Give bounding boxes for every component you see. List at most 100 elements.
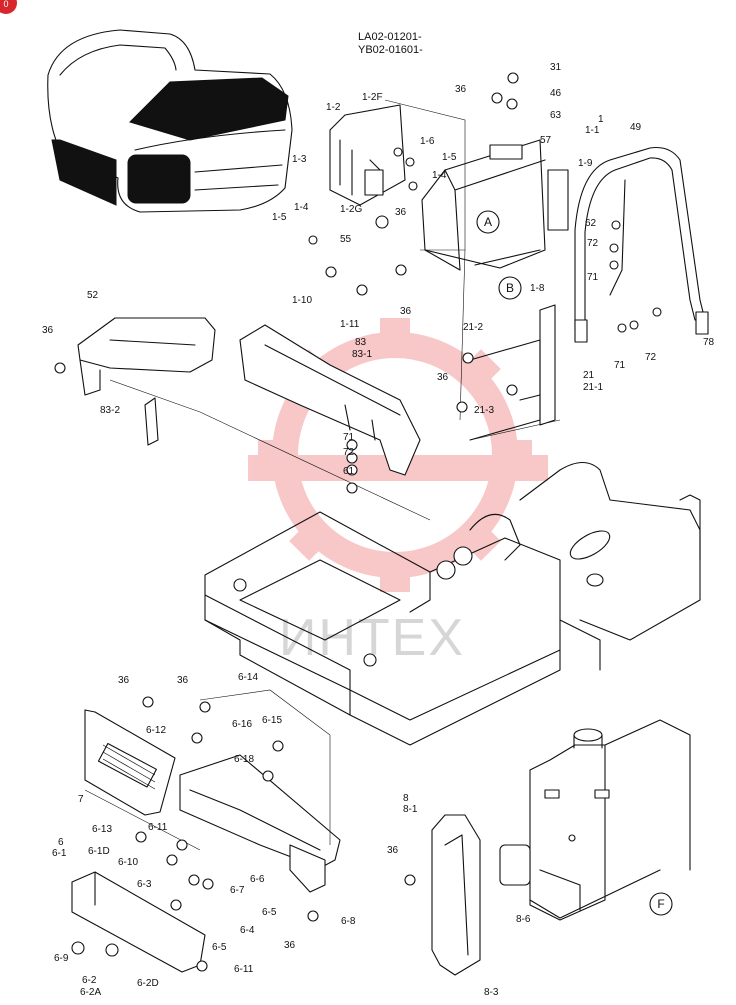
part-label-l8_6: 8-6 bbox=[516, 914, 531, 925]
part-label-l8_1: 8-1 bbox=[403, 804, 418, 815]
part-label-l36e: 36 bbox=[437, 372, 449, 383]
part-label-l55: 55 bbox=[340, 234, 352, 245]
part-label-l8: 8 bbox=[403, 793, 409, 804]
part-label-l36b: 36 bbox=[395, 207, 407, 218]
part-label-l6_7: 6-7 bbox=[230, 885, 245, 896]
bracket-21 bbox=[469, 304, 556, 441]
hood-side-illustration bbox=[529, 719, 691, 921]
fasteners bbox=[54, 72, 662, 972]
part-label-l36a: 36 bbox=[455, 84, 467, 95]
part-label-l1_9: 1-9 bbox=[578, 158, 593, 169]
part-label-l1_5a: 1-5 bbox=[442, 152, 457, 163]
part-label-l83_2: 83-2 bbox=[100, 405, 120, 416]
part-label-l21_2: 21-2 bbox=[463, 322, 483, 333]
part-label-l36h: 36 bbox=[387, 845, 399, 856]
callout-a: A bbox=[484, 215, 492, 229]
part-label-l36g: 36 bbox=[177, 675, 189, 686]
part-label-l21_1: 21-1 bbox=[583, 382, 603, 393]
part-label-l1_6: 1-6 bbox=[420, 136, 435, 147]
serial-line-2: YB02-01601- bbox=[358, 44, 423, 56]
cover-52 bbox=[77, 317, 216, 396]
part-label-l52: 52 bbox=[87, 290, 99, 301]
panel-8-3 bbox=[431, 814, 531, 976]
part-label-l6: 6 bbox=[58, 837, 64, 848]
part-label-l62: 62 bbox=[585, 218, 597, 229]
part-label-l6_2: 6-2 bbox=[82, 975, 97, 986]
corner-badge-text: 0 bbox=[3, 0, 8, 9]
part-label-l8_3: 8-3 bbox=[484, 987, 499, 998]
part-label-l1_5b: 1-5 bbox=[272, 212, 287, 223]
part-label-l6_9: 6-9 bbox=[54, 953, 69, 964]
part-label-l6_2A: 6-2A bbox=[80, 987, 101, 998]
part-label-l49: 49 bbox=[630, 122, 642, 133]
callout-b-circle bbox=[498, 276, 522, 300]
part-label-l57: 57 bbox=[540, 135, 552, 146]
part-label-l72b: 72 bbox=[645, 352, 657, 363]
part-label-l36d: 36 bbox=[42, 325, 54, 336]
part-label-l6_3: 6-3 bbox=[137, 879, 152, 890]
part-label-l83_1: 83-1 bbox=[352, 349, 372, 360]
part-label-l6_11a: 6-11 bbox=[148, 822, 168, 833]
part-label-l1_1: 1-1 bbox=[585, 125, 600, 136]
part-label-l71c: 71 bbox=[343, 432, 355, 443]
part-label-l6_10: 6-10 bbox=[118, 857, 138, 868]
frame-illustration bbox=[204, 461, 701, 746]
part-label-l7: 7 bbox=[78, 794, 84, 805]
part-label-l36i: 36 bbox=[284, 940, 296, 951]
part-label-l6_16: 6-16 bbox=[232, 719, 252, 730]
part-label-l1_4b: 1-4 bbox=[294, 202, 309, 213]
part-label-l6_2D: 6-2D bbox=[137, 978, 159, 989]
part-label-l21_3: 21-3 bbox=[474, 405, 494, 416]
part-label-l6_5b: 6-5 bbox=[212, 942, 227, 953]
callout-b: B bbox=[506, 281, 514, 295]
part-label-l6_12: 6-12 bbox=[146, 725, 166, 736]
part-label-l1: 1 bbox=[598, 114, 604, 125]
step-6-8 bbox=[179, 754, 341, 893]
part-label-l6_13: 6-13 bbox=[92, 824, 112, 835]
panel-7 bbox=[84, 709, 176, 816]
part-label-l1_4a: 1-4 bbox=[432, 170, 447, 181]
cover-83 bbox=[144, 324, 421, 476]
part-label-l72a: 72 bbox=[587, 238, 599, 249]
callout-a-circle bbox=[476, 210, 500, 234]
part-label-l61: 61 bbox=[343, 466, 355, 477]
callout-f: F bbox=[657, 897, 664, 911]
bracket-1-2 bbox=[329, 104, 406, 206]
part-label-l1_2F: 1-2F bbox=[362, 92, 383, 103]
handrail-49 bbox=[574, 146, 709, 343]
part-label-l6_14: 6-14 bbox=[238, 672, 258, 683]
part-label-l36c: 36 bbox=[400, 306, 412, 317]
part-label-l71b: 71 bbox=[614, 360, 626, 371]
part-label-l1_10: 1-10 bbox=[292, 295, 312, 306]
part-label-l6_8: 6-8 bbox=[341, 916, 356, 927]
part-label-l6_5a: 6-5 bbox=[262, 907, 277, 918]
part-label-l6_6: 6-6 bbox=[250, 874, 265, 885]
corner-badge: 0 bbox=[0, 0, 17, 14]
part-label-l71a: 71 bbox=[587, 272, 599, 283]
part-label-l6_1D: 6-1D bbox=[88, 846, 110, 857]
part-label-l1_11: 1-11 bbox=[340, 319, 360, 330]
toolbox-assembly: A B bbox=[421, 139, 569, 300]
part-label-l78: 78 bbox=[703, 337, 715, 348]
part-label-l83: 83 bbox=[355, 337, 367, 348]
part-label-l31: 31 bbox=[550, 62, 562, 73]
part-label-l36f: 36 bbox=[118, 675, 130, 686]
part-label-l6_11b: 6-11 bbox=[234, 964, 254, 975]
part-label-l63: 63 bbox=[550, 110, 562, 121]
part-label-l6_1: 6-1 bbox=[52, 848, 67, 859]
serial-line-1: LA02-01201- bbox=[358, 31, 422, 43]
part-number-labels: 31 36 46 63 11-1 49 57 1-2 1-2F 1-6 1-5 1-4 1-3 1-9 1-… bbox=[42, 62, 715, 998]
part-label-l6_4: 6-4 bbox=[240, 925, 255, 936]
part-label-l1_3: 1-3 bbox=[292, 154, 307, 165]
part-label-l21: 21 bbox=[583, 370, 595, 381]
part-label-l46: 46 bbox=[550, 88, 562, 99]
part-label-l1_2G: 1-2G bbox=[340, 204, 362, 215]
part-label-l1_2: 1-2 bbox=[326, 102, 341, 113]
part-label-l6_18: 6-18 bbox=[234, 754, 254, 765]
part-label-l72c: 72 bbox=[343, 447, 355, 458]
cab-canopy-illustration bbox=[47, 29, 293, 213]
part-label-l1_8: 1-8 bbox=[530, 283, 545, 294]
part-label-l6_15: 6-15 bbox=[262, 715, 282, 726]
